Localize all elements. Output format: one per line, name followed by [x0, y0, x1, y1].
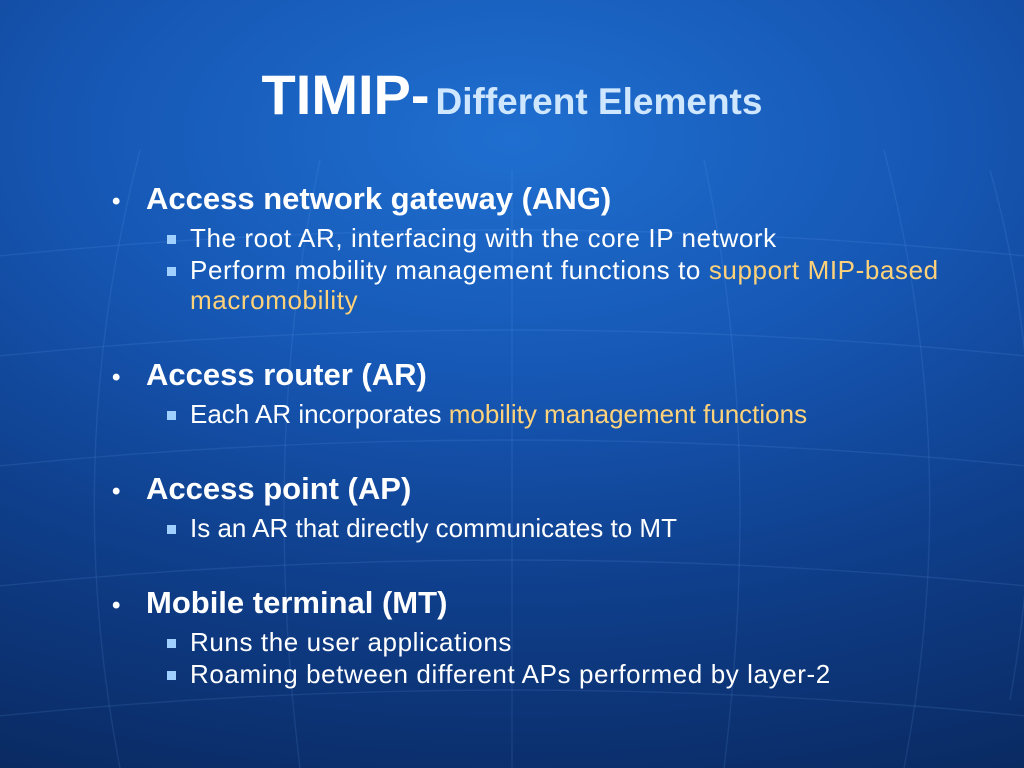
- sub-bullet-list: Runs the user applications Roaming betwe…: [167, 627, 1012, 689]
- bullet-dot-icon: •: [112, 188, 121, 215]
- sub-bullet-plain: The root AR, interfacing with the core I…: [190, 223, 777, 253]
- title-sub: Different Elements: [435, 81, 763, 122]
- sub-bullet-plain: Each AR incorporates: [190, 399, 449, 429]
- sub-bullet: Each AR incorporates mobility management…: [167, 399, 1012, 429]
- square-bullet-icon: [167, 411, 176, 420]
- bullet-dot-icon: •: [112, 364, 121, 391]
- sub-bullet-text: Roaming between different APs performed …: [190, 659, 831, 689]
- sub-bullet: Is an AR that directly communicates to M…: [167, 513, 1012, 543]
- heading-text: Access router (AR): [146, 357, 427, 392]
- sub-bullet-text: Each AR incorporates mobility management…: [190, 399, 807, 429]
- square-bullet-icon: [167, 235, 176, 244]
- heading-text: Access point (AP): [146, 471, 412, 506]
- square-bullet-icon: [167, 639, 176, 648]
- bullet-section-mt: • Mobile terminal (MT) Runs the user app…: [112, 584, 1012, 689]
- sub-bullet-text: The root AR, interfacing with the core I…: [190, 223, 777, 253]
- sub-bullet-list: Each AR incorporates mobility management…: [167, 399, 1012, 429]
- sub-bullet-plain: Perform mobility management functions to: [190, 255, 709, 285]
- sub-bullet-list: Is an AR that directly communicates to M…: [167, 513, 1012, 543]
- bullet-dot-icon: •: [112, 478, 121, 505]
- slide-title: TIMIP-Different Elements: [0, 62, 1024, 127]
- sub-bullet-text: Perform mobility management functions to…: [190, 255, 1000, 315]
- bullet-heading: • Access router (AR): [112, 356, 1012, 397]
- sub-bullet-highlight: mobility management functions: [448, 399, 808, 429]
- bullet-dot-icon: •: [112, 592, 121, 619]
- sub-bullet-highlight: support MIP-based macromobility: [190, 255, 939, 315]
- bullet-content: • Access network gateway (ANG) The root …: [112, 180, 1012, 689]
- sub-bullet-plain: Is an AR that directly communicates to M…: [190, 513, 677, 543]
- bullet-heading: • Access network gateway (ANG): [112, 180, 1012, 221]
- title-main: TIMIP-: [261, 63, 430, 126]
- square-bullet-icon: [167, 671, 176, 680]
- bullet-section-ap: • Access point (AP) Is an AR that direct…: [112, 470, 1012, 543]
- sub-bullet: Perform mobility management functions to…: [167, 255, 1012, 315]
- sub-bullet-plain: Roaming between different APs performed …: [190, 659, 831, 689]
- bullet-heading: • Access point (AP): [112, 470, 1012, 511]
- sub-bullet-text: Runs the user applications: [190, 627, 512, 657]
- sub-bullet-text: Is an AR that directly communicates to M…: [190, 513, 677, 543]
- bullet-section-ar: • Access router (AR) Each AR incorporate…: [112, 356, 1012, 429]
- sub-bullet: The root AR, interfacing with the core I…: [167, 223, 1012, 253]
- sub-bullet-list: The root AR, interfacing with the core I…: [167, 223, 1012, 315]
- heading-text: Access network gateway (ANG): [146, 181, 612, 216]
- bullet-section-ang: • Access network gateway (ANG) The root …: [112, 180, 1012, 315]
- heading-text: Mobile terminal (MT): [146, 585, 448, 620]
- sub-bullet: Roaming between different APs performed …: [167, 659, 1012, 689]
- square-bullet-icon: [167, 525, 176, 534]
- square-bullet-icon: [167, 267, 176, 276]
- sub-bullet-plain: Runs the user applications: [190, 627, 513, 657]
- sub-bullet: Runs the user applications: [167, 627, 1012, 657]
- bullet-heading: • Mobile terminal (MT): [112, 584, 1012, 625]
